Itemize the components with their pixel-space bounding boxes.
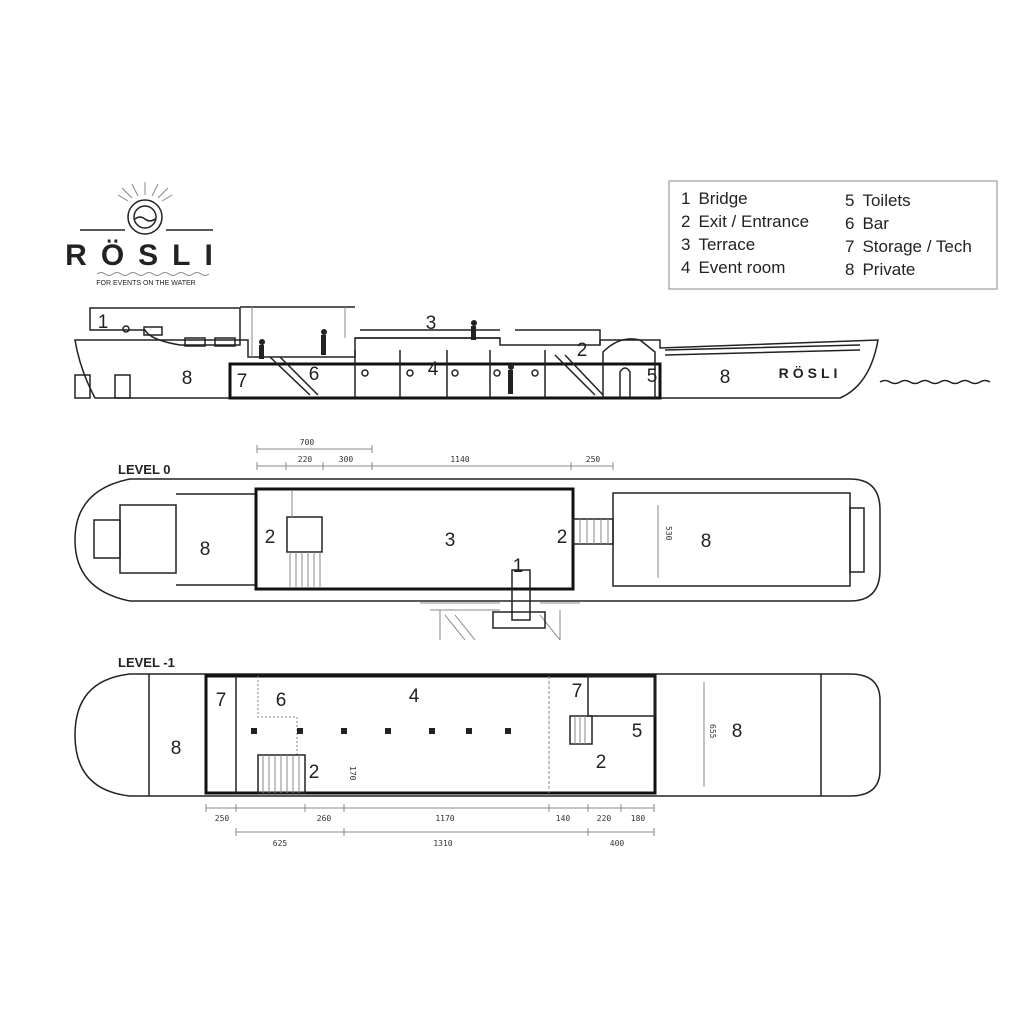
dimension-label: 655 bbox=[708, 724, 717, 739]
logo: RÖSLI FOR EVENTS ON THE WATER bbox=[65, 182, 227, 287]
dimension-label: 170 bbox=[348, 766, 357, 781]
dimension-label: 1140 bbox=[450, 455, 469, 464]
side-label: 7 bbox=[237, 371, 248, 392]
dimension-label: 1310 bbox=[433, 839, 452, 848]
room-label: 6 bbox=[276, 690, 287, 711]
dimension-label: 250 bbox=[586, 455, 601, 464]
person-icons bbox=[259, 320, 514, 394]
level-0-title: LEVEL 0 bbox=[118, 462, 171, 477]
room-label: 8 bbox=[200, 539, 211, 560]
porthole-icon bbox=[127, 199, 163, 235]
dimension-label: 530 bbox=[664, 526, 673, 541]
dimension-label: 625 bbox=[273, 839, 288, 848]
dimension-label: 220 bbox=[597, 814, 612, 823]
room-label: 7 bbox=[216, 690, 227, 711]
room-label: 5 bbox=[632, 721, 643, 742]
room-label: 2 bbox=[596, 752, 607, 773]
dimension-label: 300 bbox=[339, 455, 354, 464]
room-label: 1 bbox=[513, 556, 524, 577]
room-label: 3 bbox=[445, 530, 456, 551]
room-label: 8 bbox=[701, 531, 712, 552]
side-view: 1 8 7 6 3 4 2 5 8 RÖSLI bbox=[74, 306, 991, 400]
side-label: 4 bbox=[428, 359, 439, 380]
hull-name: RÖSLI bbox=[779, 365, 842, 381]
side-label: 2 bbox=[577, 340, 588, 361]
level-minus-1-title: LEVEL -1 bbox=[118, 655, 175, 670]
dimension-label: 250 bbox=[215, 814, 230, 823]
level-0-plan: LEVEL 0 700 220 300 1140 250 530 8 2 3 2… bbox=[74, 438, 881, 641]
room-label: 8 bbox=[732, 721, 743, 742]
side-label: 3 bbox=[426, 313, 437, 334]
dimension-label: 140 bbox=[556, 814, 571, 823]
side-label: 8 bbox=[182, 368, 193, 389]
sun-rays-icon bbox=[117, 182, 173, 202]
room-label: 8 bbox=[171, 738, 182, 759]
side-label: 8 bbox=[720, 367, 731, 388]
room-label: 2 bbox=[557, 527, 568, 548]
side-label: 5 bbox=[647, 366, 658, 387]
side-label: 1 bbox=[98, 312, 109, 333]
dimension-label: 1170 bbox=[435, 814, 454, 823]
logo-tagline: FOR EVENTS ON THE WATER bbox=[96, 280, 195, 287]
room-label: 2 bbox=[309, 762, 320, 783]
dimension-label: 180 bbox=[631, 814, 646, 823]
room-label: 4 bbox=[409, 686, 420, 707]
room-label: 2 bbox=[265, 527, 276, 548]
dimension-label: 220 bbox=[298, 455, 313, 464]
level-minus-1-plan: LEVEL -1 655 170 8 7 6 4 2 7 2 5 8 bbox=[74, 655, 881, 848]
dimension-label: 260 bbox=[317, 814, 332, 823]
dimension-label: 700 bbox=[300, 438, 315, 447]
dimension-label: 400 bbox=[610, 839, 625, 848]
room-label: 7 bbox=[572, 681, 583, 702]
side-label: 6 bbox=[309, 364, 320, 385]
logo-name: RÖSLI bbox=[65, 239, 227, 272]
